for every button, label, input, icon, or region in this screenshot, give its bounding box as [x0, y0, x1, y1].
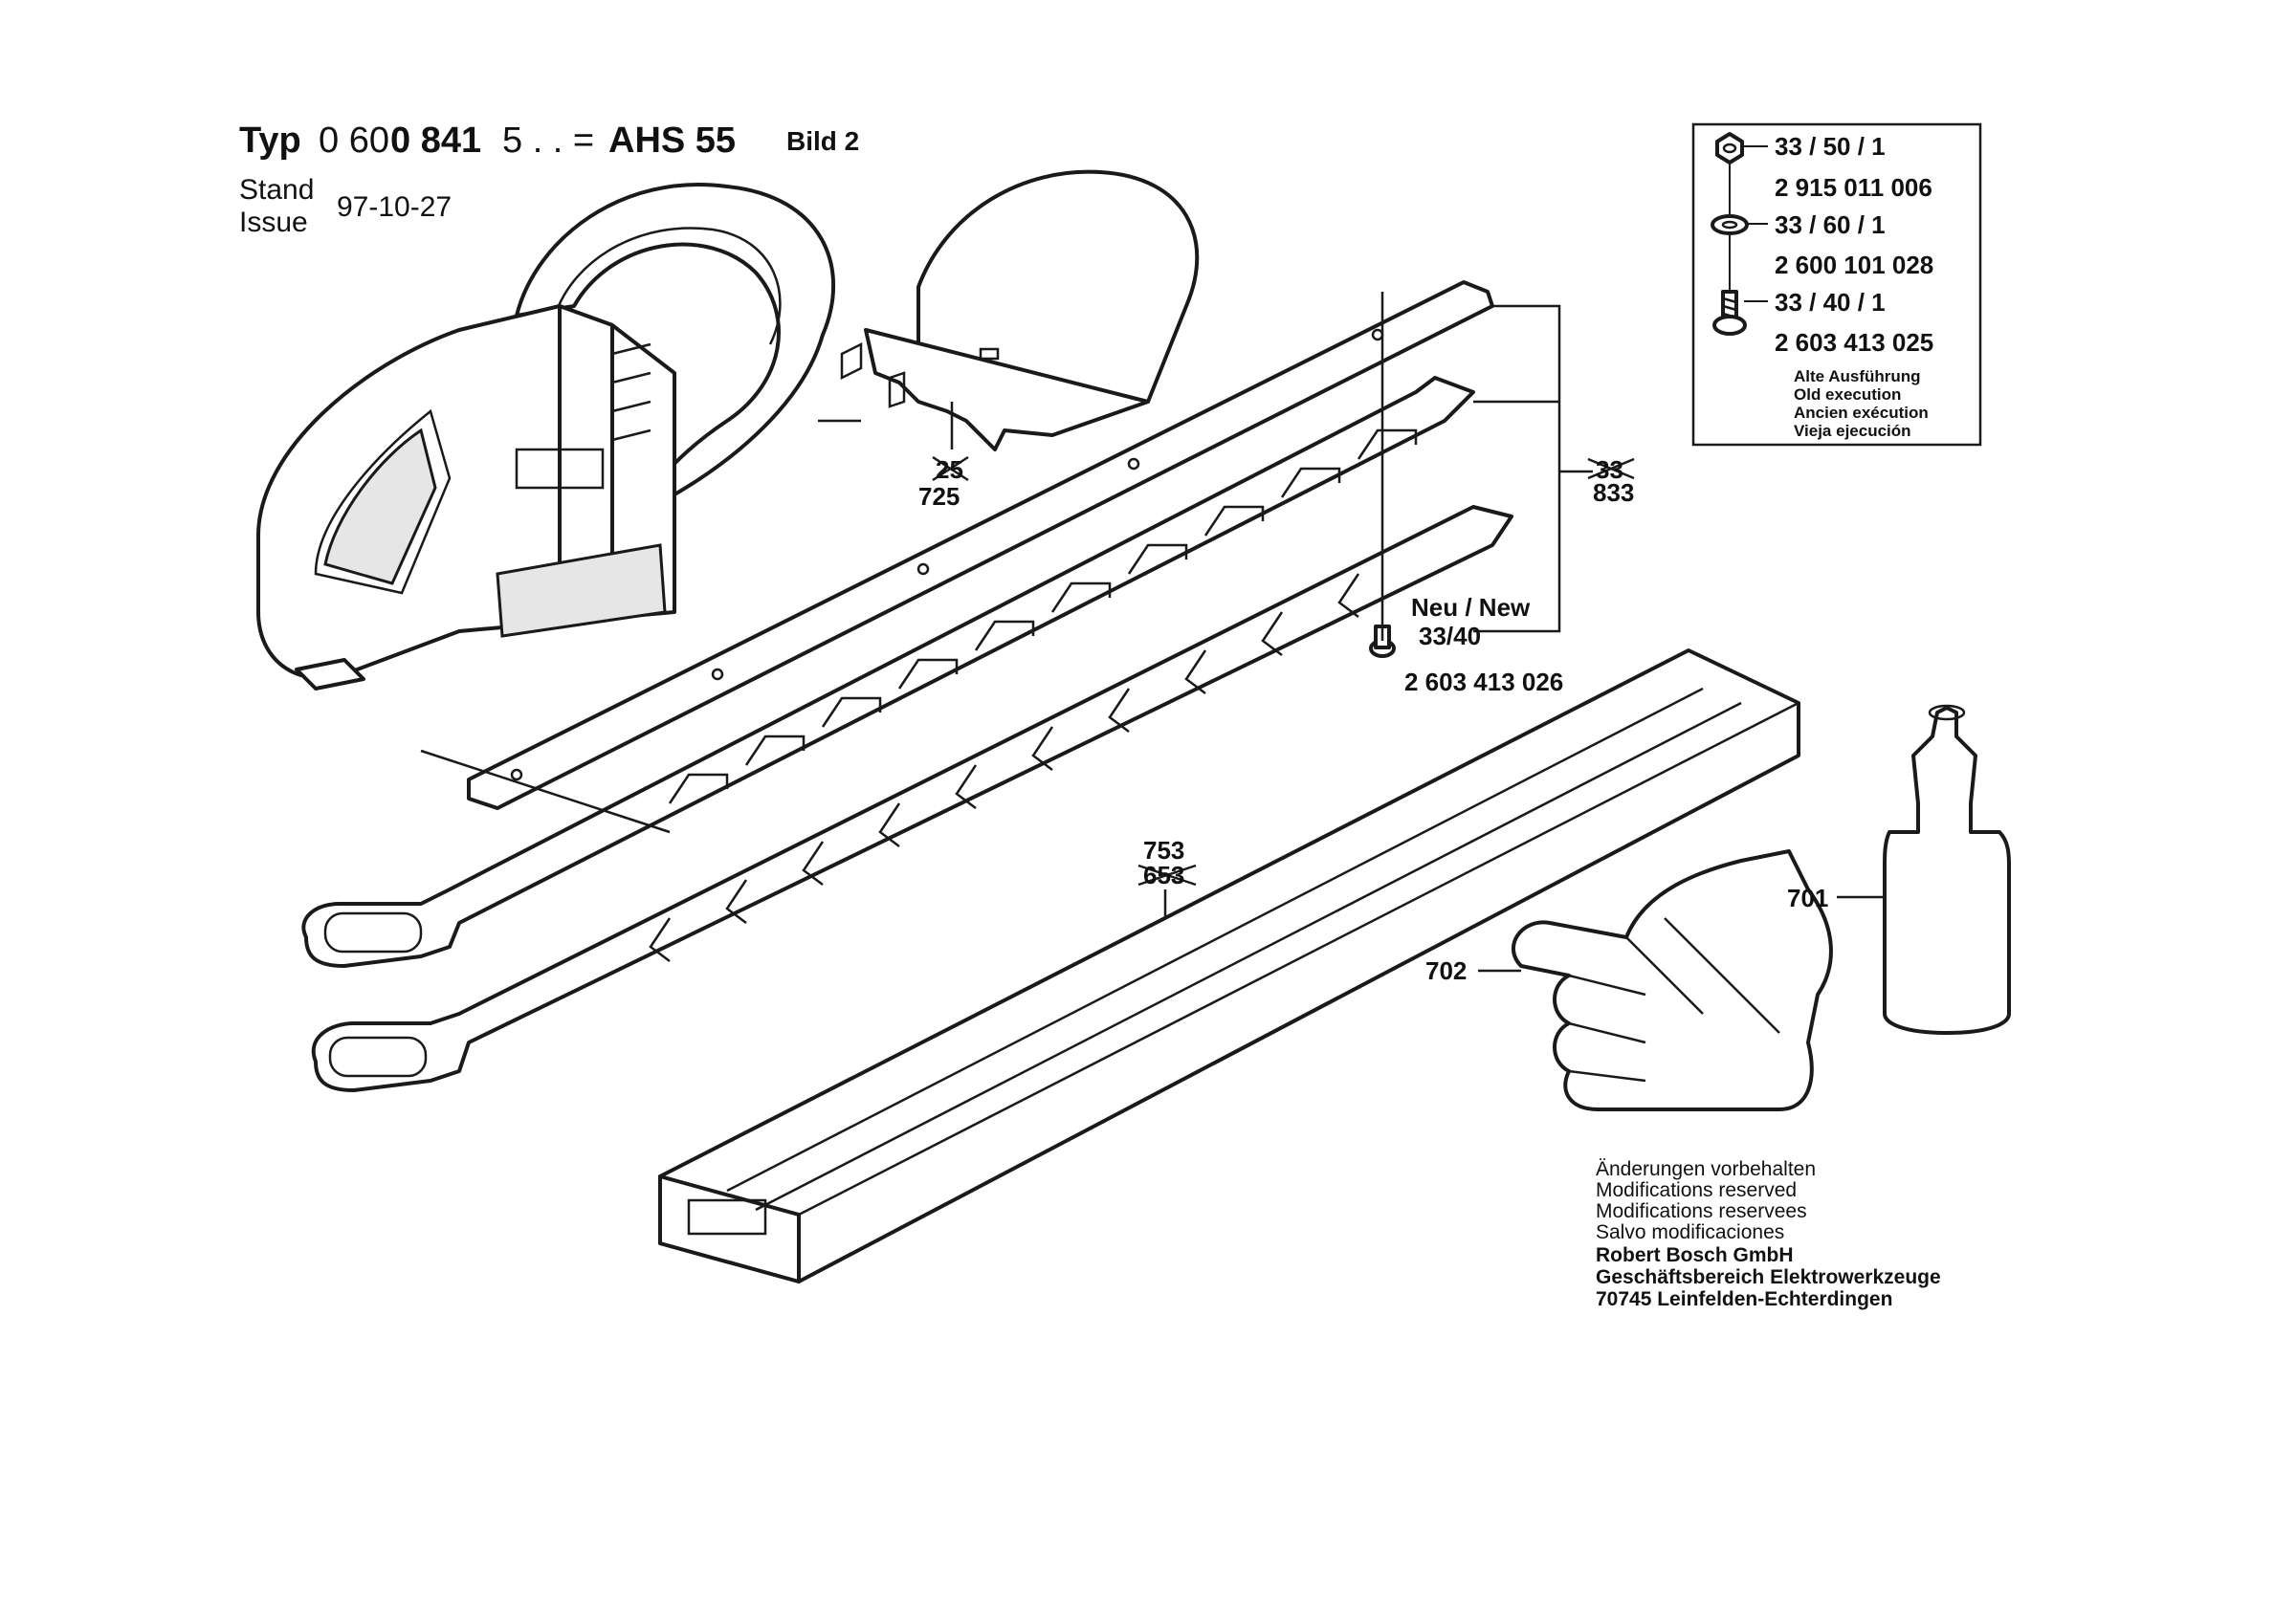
- screw-icon: [1712, 290, 1747, 336]
- type-code-suffix: 5 . . =: [502, 121, 595, 161]
- callout-guard-new: 725: [918, 482, 960, 511]
- hand-guard: [840, 169, 1200, 451]
- callout-screw-ref: 33/40: [1419, 622, 1482, 650]
- oil-bottle: [1883, 704, 2011, 1035]
- callout-blade-new: 833: [1593, 478, 1635, 507]
- typ-label: Typ: [239, 121, 301, 161]
- footer-company: Robert Bosch GmbH: [1596, 1244, 1794, 1266]
- legend-note-en: Old execution: [1794, 385, 1902, 404]
- footer-line-fr: Modifications reservees: [1596, 1200, 1807, 1222]
- issue-date: 97-10-27: [337, 191, 453, 223]
- legend-part-washer: 2 600 101 028: [1775, 251, 1934, 279]
- legend-ref-nut: 33 / 50 / 1: [1775, 132, 1886, 161]
- upper-blade: [301, 376, 1475, 968]
- stand-label: Stand: [239, 174, 315, 206]
- blade-sheath: [658, 648, 1800, 1283]
- legend-note-fr: Ancien exécution: [1794, 404, 1929, 422]
- callout-sheath-old: 653: [1143, 861, 1185, 889]
- lower-blade: [311, 505, 1513, 1092]
- legend-part-screw: 2 603 413 025: [1775, 328, 1934, 357]
- footer-division: Geschäftsbereich Elektrowerkzeuge: [1596, 1266, 1941, 1288]
- footer-line-es: Salvo modificaciones: [1596, 1221, 1785, 1243]
- legend-ref-washer: 33 / 60 / 1: [1775, 210, 1886, 239]
- model-name: AHS 55: [608, 121, 737, 161]
- washer-icon: [1711, 214, 1749, 235]
- issue-label: Issue: [239, 207, 308, 238]
- bild-label: Bild 2: [786, 126, 860, 156]
- legend-note-de: Alte Ausführung: [1794, 367, 1921, 385]
- callout-blade-old: 33: [1596, 455, 1623, 484]
- legend-ref-screw: 33 / 40 / 1: [1775, 288, 1886, 317]
- gloves: [1511, 849, 1833, 1111]
- leader-lines: [420, 292, 1885, 973]
- hex-nut-icon: [1715, 132, 1744, 164]
- legend-part-nut: 2 915 011 006: [1775, 173, 1932, 202]
- callout-guard-old: 25: [936, 455, 963, 484]
- legend-box-frame: [1691, 122, 1982, 447]
- motor-housing: [256, 183, 836, 691]
- type-code-main: 0 841: [390, 121, 482, 161]
- legend-note-es: Vieja ejecución: [1794, 422, 1911, 440]
- callout-screw-part: 2 603 413 026: [1404, 668, 1564, 696]
- callout-sheath-new: 753: [1143, 836, 1185, 865]
- strike-marks: [932, 455, 1635, 887]
- callout-neu-new: Neu / New: [1411, 593, 1531, 622]
- footer-line-en: Modifications reserved: [1596, 1179, 1798, 1201]
- callout-gloves: 702: [1425, 956, 1468, 985]
- footer-address: 70745 Leinfelden-Echterdingen: [1596, 1288, 1893, 1310]
- callout-oil: 701: [1787, 884, 1829, 912]
- footer-line-de: Änderungen vorbehalten: [1596, 1158, 1817, 1180]
- type-code-prefix: 0 60: [319, 121, 389, 161]
